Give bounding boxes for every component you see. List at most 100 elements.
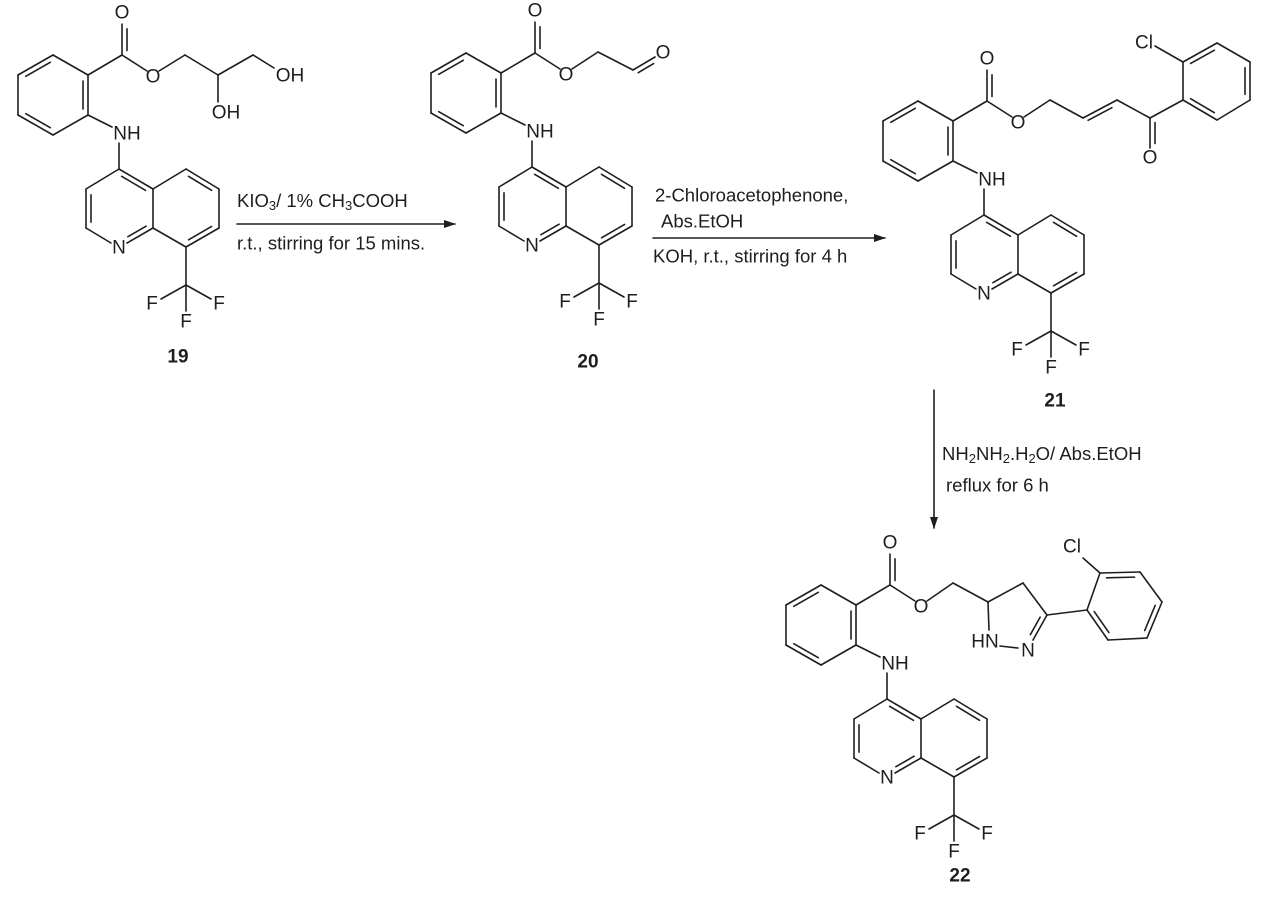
bond — [430, 112, 467, 134]
bond — [853, 757, 880, 774]
quinoline-nitrogen-atom: N — [112, 238, 126, 259]
bond — [597, 51, 634, 71]
bond — [87, 114, 113, 128]
bond — [1023, 99, 1051, 118]
bond — [820, 644, 857, 666]
bond — [52, 54, 89, 76]
bond — [1146, 601, 1163, 639]
double-bond-line — [187, 225, 213, 241]
bond — [126, 227, 154, 244]
bond — [952, 100, 988, 122]
bond — [500, 112, 526, 126]
bond — [217, 54, 254, 76]
bond — [1049, 99, 1084, 119]
bond — [987, 601, 990, 631]
amine-nh-atom: NH — [881, 654, 908, 675]
double-bond-line — [1087, 106, 1113, 122]
bond — [953, 814, 980, 830]
bond — [1099, 571, 1141, 574]
double-bond-line — [127, 225, 147, 238]
bond — [1050, 330, 1077, 346]
ester-oxygen-atom: O — [914, 597, 929, 618]
bond — [185, 227, 220, 248]
hydroxyl-group: OH — [276, 66, 305, 87]
bond — [920, 757, 955, 778]
ketone-oxygen-atom: O — [1143, 148, 1158, 169]
ester-oxygen-atom: O — [1011, 113, 1026, 134]
quinoline-nitrogen-atom: N — [977, 284, 991, 305]
bond — [853, 698, 888, 720]
step-1-conditions: r.t., stirring for 15 mins. — [237, 233, 425, 254]
bond — [498, 166, 533, 188]
reagent-text: KIO — [237, 190, 269, 211]
bond — [986, 100, 1013, 118]
fluorine-atom: F — [981, 824, 993, 845]
bond — [430, 52, 467, 74]
bond — [889, 584, 916, 602]
double-bond-line — [600, 173, 626, 190]
double-bond-line — [889, 107, 917, 124]
step-2-solvent: Abs.EtOH — [661, 211, 743, 232]
bond — [1032, 614, 1048, 641]
double-bond-line — [955, 705, 981, 722]
bond — [1017, 214, 1052, 236]
bond — [160, 284, 187, 300]
bond — [1022, 582, 1048, 616]
bond — [1086, 609, 1109, 641]
bond — [987, 582, 1024, 603]
bond — [1116, 99, 1151, 119]
reaction-step-1: KIO3/ 1% CH3COOH r.t., stirring for 15 m… — [236, 190, 456, 254]
quinoline-nitrogen-atom: N — [880, 768, 894, 789]
fluorine-atom: F — [180, 312, 192, 333]
carbonyl-oxygen-atom: O — [883, 533, 898, 554]
double-bond-line — [637, 62, 655, 74]
bond — [632, 56, 656, 71]
bond — [1086, 572, 1101, 611]
reagent-text: .H — [1010, 443, 1029, 464]
bond — [855, 584, 891, 606]
bond — [1154, 45, 1184, 63]
bond — [1182, 42, 1218, 63]
double-bond-line — [437, 110, 465, 127]
bond — [917, 100, 954, 122]
bond — [1082, 99, 1118, 119]
double-bond-line — [600, 223, 626, 239]
quinoline-nitrogen-atom: N — [525, 236, 539, 257]
double-bond-line — [120, 175, 147, 192]
double-bond-line — [992, 271, 1012, 284]
bond — [953, 757, 988, 778]
reaction-step-2: 2-Chloroacetophenone, Abs.EtOH KOH, r.t.… — [652, 185, 886, 267]
fluorine-atom: F — [146, 294, 158, 315]
step-3-conditions: reflux for 6 h — [946, 475, 1049, 496]
bond — [952, 160, 978, 174]
fluorine-atom: F — [914, 824, 926, 845]
double-bond-line — [895, 755, 915, 768]
bond — [894, 757, 922, 774]
carbonyl-oxygen-atom: O — [980, 49, 995, 70]
double-bond-line — [888, 705, 915, 722]
double-bond-line — [955, 755, 981, 771]
subscript: 2 — [1003, 451, 1010, 466]
bond — [571, 51, 599, 70]
compound-label-21: 21 — [1044, 391, 1066, 412]
double-bond-line — [24, 112, 52, 129]
double-bond-line — [1143, 604, 1157, 632]
bond — [85, 168, 120, 190]
bond — [882, 160, 919, 182]
pyrazoline-nitrogen-atom: N — [1021, 641, 1035, 662]
amine-nh-atom: NH — [113, 124, 140, 145]
bond — [573, 282, 600, 298]
amine-nh-atom: NH — [978, 170, 1005, 191]
bond — [1139, 571, 1163, 603]
bond — [917, 160, 954, 182]
bond — [785, 644, 822, 666]
bond — [1050, 214, 1085, 236]
fluorine-atom: F — [948, 842, 960, 863]
double-bond-line — [540, 223, 560, 236]
double-bond-line — [1189, 97, 1216, 114]
subscript: 3 — [345, 198, 352, 213]
step-1-reagents: KIO3/ 1% CH3COOH — [237, 190, 408, 213]
reagent-text: O/ Abs.EtOH — [1036, 443, 1142, 464]
